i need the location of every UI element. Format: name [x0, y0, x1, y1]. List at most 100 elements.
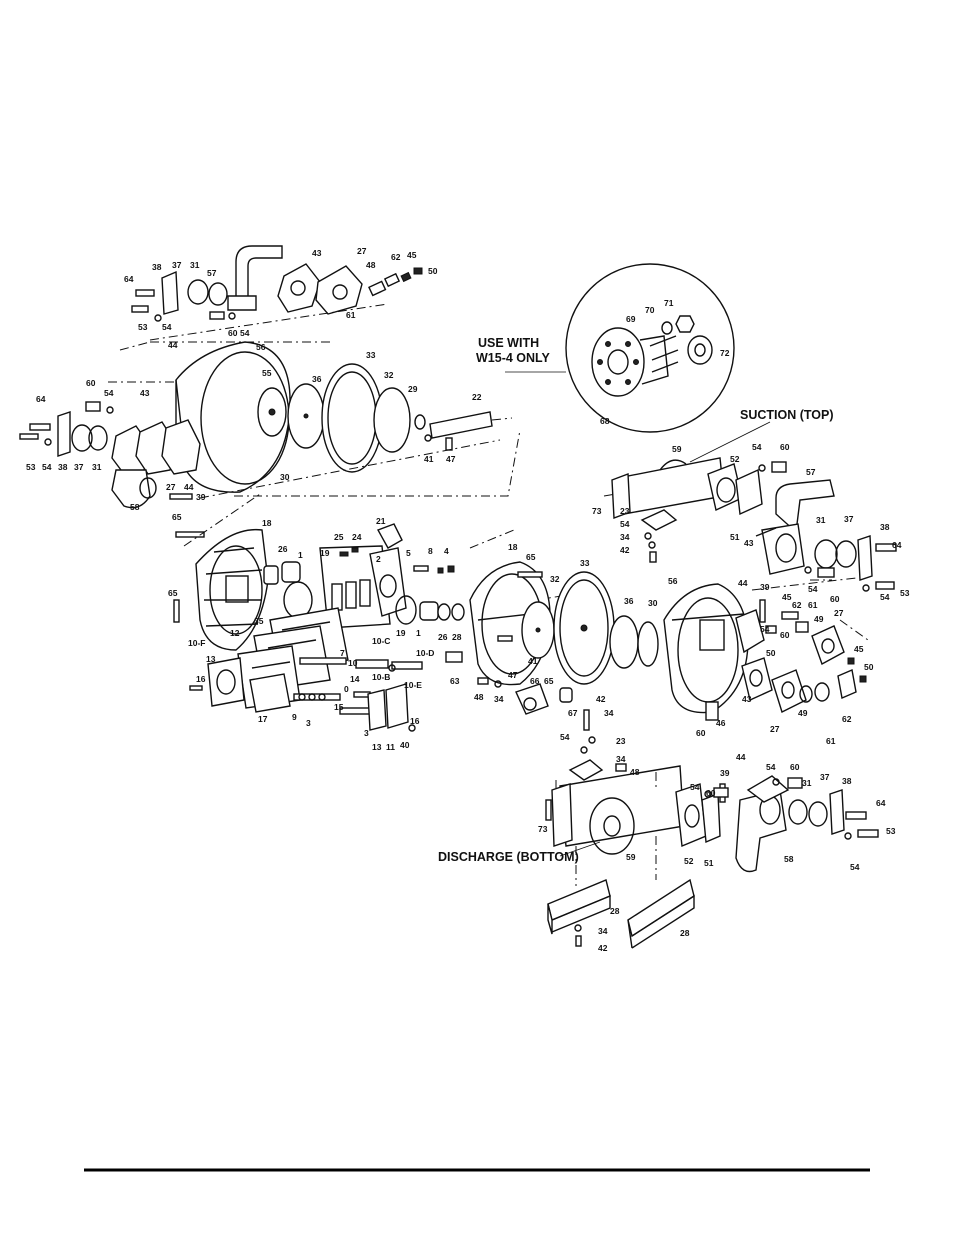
part-label: 1	[298, 550, 303, 560]
part-label: 49	[814, 614, 824, 624]
part-label: 58	[784, 854, 794, 864]
upper-left-chamber-assembly	[19, 341, 513, 509]
part-label: 54	[104, 388, 114, 398]
part-label: 45	[407, 250, 417, 260]
part-label: 35	[254, 616, 264, 626]
assembly-guide-lines-upper	[108, 303, 521, 499]
part-label: 19	[396, 628, 406, 638]
part-label: 54	[690, 782, 700, 792]
part-label: 73	[592, 506, 602, 516]
part-label: 73	[538, 824, 548, 834]
part-label: 21	[376, 516, 386, 526]
part-label: 69	[626, 314, 636, 324]
part-label: 43	[742, 694, 752, 704]
part-label: 14	[350, 674, 360, 684]
part-label: 61	[346, 310, 356, 320]
part-label: 34	[604, 708, 614, 718]
part-label: 59	[626, 852, 636, 862]
use-with-line2: W15-4 ONLY	[476, 351, 551, 365]
part-label: 40	[400, 740, 410, 750]
part-label: 38	[842, 776, 852, 786]
use-with-line1: USE WITH	[478, 336, 539, 350]
center-valve-block-assembly	[173, 523, 465, 732]
part-label: 59	[672, 444, 682, 454]
part-label: 37	[820, 772, 830, 782]
part-label: 27	[834, 608, 844, 618]
part-label: 23	[616, 736, 626, 746]
part-label: 58	[130, 502, 140, 512]
part-label: 38	[880, 522, 890, 532]
part-label: 4	[444, 546, 449, 556]
part-label: 42	[620, 545, 630, 555]
part-label: 5	[406, 548, 411, 558]
part-label: 31	[802, 778, 812, 788]
part-label: 70	[645, 305, 655, 315]
part-label: 47	[508, 670, 518, 680]
part-label: 64	[876, 798, 886, 808]
part-label: 51	[704, 858, 714, 868]
part-label: 54	[560, 732, 570, 742]
part-label: 15	[334, 702, 344, 712]
part-label: 36	[624, 596, 634, 606]
part-label: 33	[580, 558, 590, 568]
part-label: 37	[172, 260, 182, 270]
part-label: 45	[854, 644, 864, 654]
part-label: 53	[886, 826, 896, 836]
part-label: 47	[446, 454, 456, 464]
part-label: 64	[124, 274, 134, 284]
part-label: 55	[262, 368, 272, 378]
part-label: 60	[706, 788, 716, 798]
part-label: 10-B	[372, 672, 390, 682]
right-chamber-assembly	[663, 577, 869, 721]
part-label: 0	[344, 684, 349, 694]
part-label: 38	[58, 462, 68, 472]
callout-use-with: USE WITH W15-4 ONLY	[476, 336, 551, 365]
part-label: 52	[684, 856, 694, 866]
part-label: 60	[780, 630, 790, 640]
part-label: 49	[798, 708, 808, 718]
part-label: 54	[880, 592, 890, 602]
part-label: 72	[720, 348, 730, 358]
part-label: 51	[730, 532, 740, 542]
part-label: 43	[312, 248, 322, 258]
part-label: 43	[140, 388, 150, 398]
part-label: 28	[610, 906, 620, 916]
part-label: 67	[568, 708, 578, 718]
part-label: 28	[452, 632, 462, 642]
part-label: 43	[744, 538, 754, 548]
part-label: 52	[730, 454, 740, 464]
part-label: 42	[598, 943, 608, 953]
part-label: 31	[92, 462, 102, 472]
part-label: 60	[86, 378, 96, 388]
part-label: 23	[620, 506, 630, 516]
part-label: 39	[196, 492, 206, 502]
part-label: 18	[262, 518, 272, 528]
part-label: 25	[334, 532, 344, 542]
part-label: 48	[366, 260, 376, 270]
part-label: 31	[816, 515, 826, 525]
part-label: 64	[892, 540, 902, 550]
part-label: 71	[664, 298, 674, 308]
part-label: 33	[366, 350, 376, 360]
part-label: 60	[696, 728, 706, 738]
part-label: 50	[864, 662, 874, 672]
part-label: 37	[74, 462, 84, 472]
part-label: 44	[738, 578, 748, 588]
part-label: 41	[528, 656, 538, 666]
part-label: 54	[766, 762, 776, 772]
part-label: 34	[616, 754, 626, 764]
part-label: 60	[780, 442, 790, 452]
part-label: 29	[408, 384, 418, 394]
part-label: 34	[620, 532, 630, 542]
part-label: 44	[168, 340, 178, 350]
part-label: 10-D	[416, 648, 434, 658]
part-label: 60	[830, 594, 840, 604]
part-label: 12	[230, 628, 240, 638]
part-label: 32	[550, 574, 560, 584]
part-label: 26	[278, 544, 288, 554]
part-label: 50	[766, 648, 776, 658]
part-label: 24	[352, 532, 362, 542]
part-label: 56	[668, 576, 678, 586]
suction-manifold-assembly: SUCTION (TOP)	[603, 408, 897, 592]
